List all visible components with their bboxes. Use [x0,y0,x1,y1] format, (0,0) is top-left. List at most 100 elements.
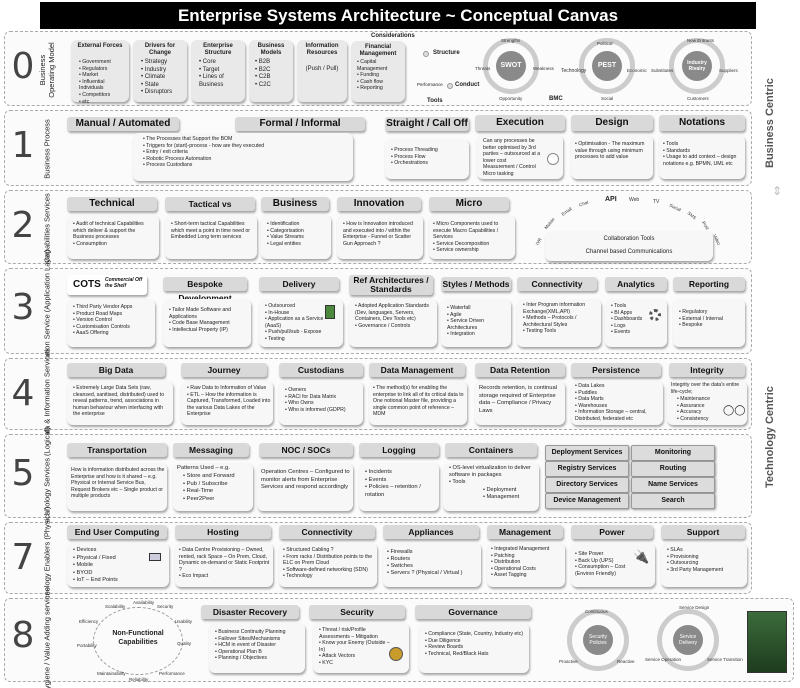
logging-header: Logging [359,443,439,457]
execution-box: Can any processes be better optimised by… [477,135,563,179]
integrity-header: Integrity [669,363,745,377]
straight-calloff-header: Straight / Call Off [385,117,469,131]
page-title: Enterprise Systems Architecture ~ Concep… [40,2,756,29]
pest-center: PEST [592,51,622,81]
row-label: Hygiene / Value Adding services [42,587,52,688]
row-7: 7 Technology Enablers (Physical) End Use… [4,507,752,611]
security-policies-ring [567,609,629,671]
conduct-label: Conduct [455,82,480,88]
disaster-recovery-box: Business Continuity PlanningFailover Sit… [209,623,305,673]
structure-dot [423,51,429,57]
cots-box: Third Party Vendor AppsProduct Road Maps… [67,299,155,347]
governance-box: Compliance (State, Country, Industry etc… [419,623,529,673]
external-forces-list: GovernmentRegulators MarketInfluential I… [79,59,129,105]
row-number: 5 [11,453,35,494]
transportation-header: Transportation [67,443,167,457]
channel-video: Video [712,233,722,246]
box-title: Business Models [257,43,285,56]
connectivity-phys-list: Structured Cabling ?From racks / Distrib… [283,547,375,580]
reporting-list: RegulatoryExternal / Internal Bespoke [679,309,743,329]
box-title: Enterprise Structure [203,43,233,56]
service-operation-label: Service Operation [645,657,682,662]
micro-header: Micro [429,197,509,211]
design-header: Design [571,115,653,131]
process-box: The Processes that Support the BOMTrigge… [133,133,353,181]
integrity-list: MaintenanceAssurance AccuracyConsistency [677,396,727,422]
glasses-icon: ◯◯ [723,405,746,416]
support-header: Support [661,525,745,539]
transportation-box: How is information distributed across th… [67,463,167,511]
laptop-icon [149,553,161,561]
bespoke-list: Tailor Made Software and ApplicationsCod… [169,307,251,333]
drivers-for-change-box: Drivers for Change StrategyIndustry Clim… [133,40,187,102]
technology-centric-label: Technology Centric [764,386,776,488]
reporting-header: Reporting [673,277,745,291]
business-header: Business [261,197,329,211]
registry-services-button[interactable]: Registry Services [545,461,629,477]
bespoke-header: Bespoke Development [163,277,247,303]
integrity-box: Integrity over the data's entire life-cy… [667,381,747,425]
nfc-item: Efficiency [79,619,99,624]
collaboration-box: Collaboration Tools Channel based Commun… [545,231,713,261]
service-delivery-center: Service Delivery [673,625,703,655]
clock-icon [547,153,559,165]
nfc-item: Security [157,604,174,609]
management-header: Management [487,525,563,539]
technical-list: Audit of technical Capabilities which de… [73,221,157,247]
disaster-recovery-header: Disaster Recovery [201,605,299,619]
governance-list: Compliance (State, Country, Industry etc… [425,631,527,657]
row-0: 0 Business Operating Model External Forc… [4,31,752,106]
channel-label: Channel based Communications [585,249,673,255]
channel-web: Web [629,197,640,203]
cots-header: COTS Commercial Off the Shelf [67,275,147,295]
nfc-item: Performance [159,671,185,676]
box-title: Information Resources [305,43,339,56]
row-1: 1 Business Process Manual / Automated Fo… [4,110,752,186]
delivery-box: OutsourcedIn-House Application as a Serv… [259,299,343,347]
euc-box: DevicesPhysical / Fixed MobileBYOD IoT –… [67,543,169,587]
routing-button[interactable]: Routing [631,461,715,477]
box-title: Financial Management [359,44,397,57]
security-list: Threat / risk/Profile Assessments – Miti… [319,627,391,667]
transportation-text: How is information distributed across th… [71,467,165,500]
monitoring-button[interactable]: Monitoring [631,445,715,461]
pest-ring [579,38,635,94]
row-4: 4 Data & Information Services Big Data E… [4,348,752,442]
micro-list: Micro Components used to execute Macro C… [433,221,513,254]
collaboration-title: Collaboration Tools [603,236,655,242]
performance-label: Performance [417,82,443,87]
support-box: SLAsProvisioning Outsourcing3rd Party Ma… [661,543,747,587]
new-entrants-label: New Entrants [687,38,715,43]
innovation-list: How is Innovation introduced and execute… [343,221,421,247]
bug-icon [389,647,403,661]
device-management-button[interactable]: Device Management [545,493,629,509]
connectivity-list: Inter Program information Exchange(XML,A… [523,302,599,335]
search-button[interactable]: Search [631,493,715,509]
deployment-services-button[interactable]: Deployment Services [545,445,629,461]
structure-list: CoreTarget Lines of Business [199,59,245,89]
appliances-list: FirewallsRouters SwitchesServers ? (Phys… [387,549,479,577]
channel-api: API [605,196,617,203]
row-number: 3 [11,287,35,328]
business-box: IdentificationCategorisation Value Strea… [261,215,331,259]
weakness-label: Weakness [533,66,554,71]
tactical-box: Short-term tactical Capabilities which m… [165,215,257,259]
journey-box: Raw Data to Information of ValueETL – Ho… [181,381,273,425]
power-box: Site PowerBack Up (UPS) Consumption – Co… [571,543,655,587]
noc-text: Operation Centres – Configured to monito… [261,469,350,490]
business-centric-label: Business Centric [764,78,776,168]
execution-header: Execution [475,115,565,131]
cots-list: Third Party Vendor AppsProduct Road Maps… [73,304,155,337]
name-services-button[interactable]: Name Services [631,477,715,493]
ref-arch-header: Ref Architectures / Standards [349,275,433,295]
service-design-label: Service Design [679,605,710,610]
analytics-list: ToolsBI Apps DashboardsLogs Events [611,303,651,336]
innovation-box: How is Innovation introduced and execute… [337,215,423,259]
process-list: The Processes that Support the BOMTrigge… [143,136,348,169]
hosting-list: Data Centre Provisioning – Owned, rented… [179,547,271,580]
customers-label: Customers [687,96,709,101]
directory-services-button[interactable]: Directory Services [545,477,629,493]
considerations-label: Considerations [371,33,415,39]
row-label: Data & Information Services [42,348,52,442]
noc-header: NOC / SOCs [259,443,353,457]
